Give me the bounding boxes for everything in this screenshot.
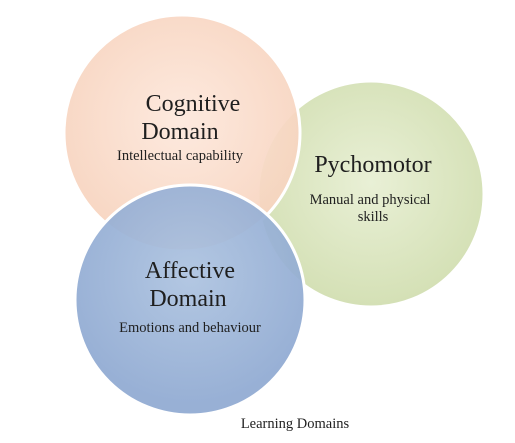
cognitive-title-line1: Cognitive [146, 91, 241, 117]
affective-circle [73, 183, 307, 417]
psychomotor-subtitle-line1: Manual and physical [310, 192, 431, 208]
cognitive-subtitle: Intellectual capability [117, 148, 244, 164]
cognitive-title-line2: Domain [141, 119, 218, 145]
affective-title-line2: Domain [149, 286, 226, 312]
psychomotor-subtitle-line2: skills [358, 209, 389, 225]
diagram-caption: Learning Domains [241, 416, 350, 432]
affective-subtitle: Emotions and behaviour [119, 320, 261, 336]
psychomotor-title: Pychomotor [314, 152, 431, 178]
affective-title-line1: Affective [145, 258, 235, 284]
